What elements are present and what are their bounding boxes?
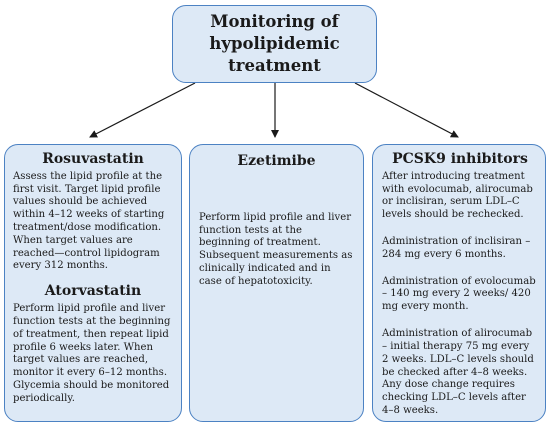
pcsk9-paragraph-1: After introducing treatment with evolocu… [382, 170, 533, 221]
title-line-1: Monitoring of [210, 11, 339, 31]
atorvastatin-text: Perform lipid profile and liver function… [13, 303, 171, 404]
pcsk9-heading: PCSK9 inhibitors [392, 151, 528, 167]
rosuvastatin-heading: Rosuvastatin [42, 151, 144, 167]
ezetimibe-heading: Ezetimibe [237, 153, 316, 169]
arrow-to-left [89, 82, 196, 138]
title-box: Monitoring of hypolipidemic treatment [172, 5, 377, 83]
statins-box: Rosuvastatin Assess the lipid profile at… [4, 144, 182, 422]
title-line-2: hypolipidemic treatment [209, 33, 340, 76]
ezetimibe-box: Ezetimibe Perform lipid profile and live… [189, 144, 364, 422]
pcsk9-paragraph-3: Administration of evolocumab – 140 mg ev… [382, 275, 536, 313]
arrow-to-right [354, 82, 459, 138]
pcsk9-paragraph-4: Administration of alirocumab – initial t… [382, 328, 534, 416]
rosuvastatin-text: Assess the lipid profile at the first vi… [13, 170, 165, 272]
atorvastatin-heading: Atorvastatin [44, 283, 142, 300]
pcsk9-paragraph-2: Administration of inclisiran – 284 mg ev… [382, 236, 531, 260]
ezetimibe-text: Perform lipid profile and liver function… [199, 211, 353, 287]
pcsk9-box: PCSK9 inhibitors After introducing treat… [372, 144, 546, 422]
